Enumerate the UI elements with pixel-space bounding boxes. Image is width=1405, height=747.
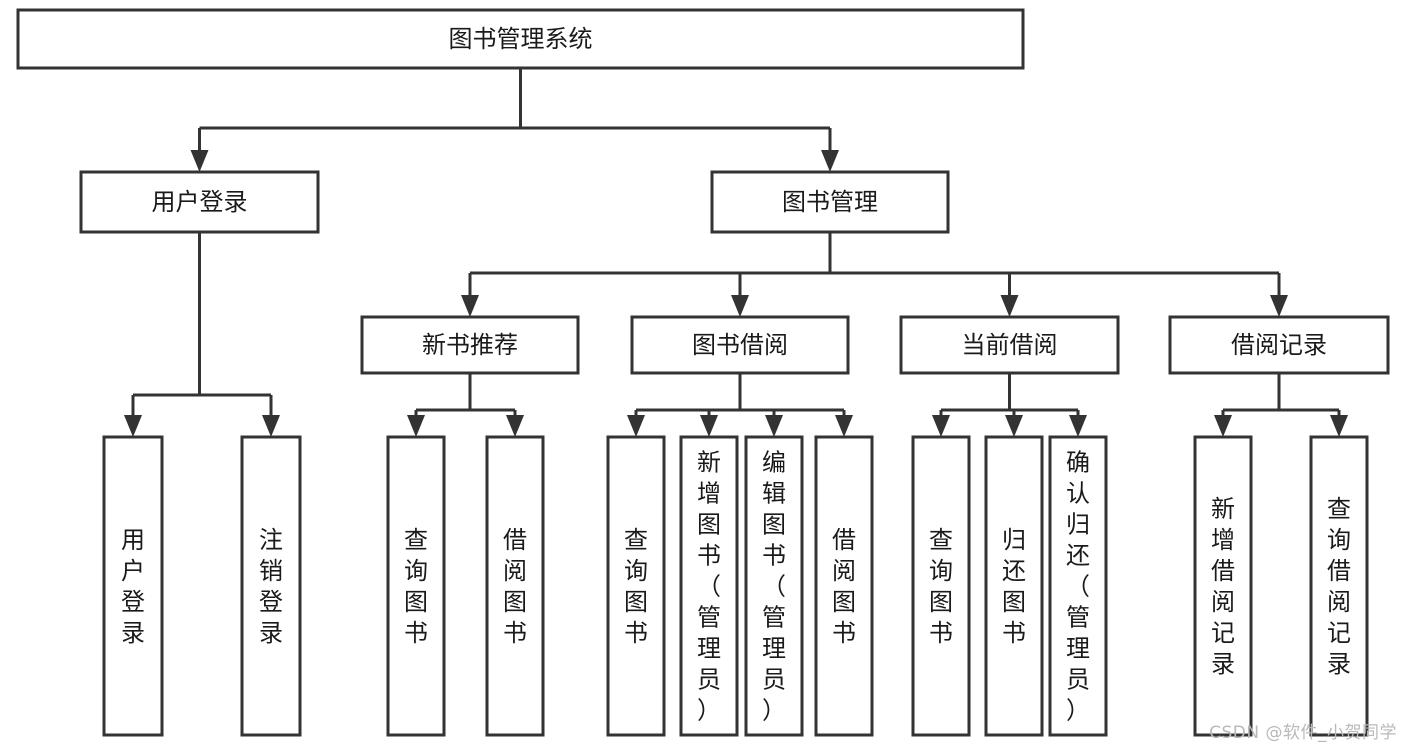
- node-current-borrow[interactable]: 当前借阅: [899, 315, 1120, 375]
- node-box-leaf-return-book: [984, 435, 1044, 737]
- node-leaf-edit-book-admin[interactable]: 编辑图书（管理员）: [744, 435, 804, 737]
- node-box-new-book-recommend: [360, 315, 580, 375]
- node-leaf-confirm-return-admin[interactable]: 确认归还（管理员）: [1048, 435, 1108, 737]
- arrow-head-root-0: [190, 150, 209, 172]
- arrow-head-l3-1-0: [627, 415, 645, 437]
- arrow-head-l3-3-0: [1214, 415, 1232, 437]
- node-box-leaf-query-book-borrow: [606, 435, 666, 737]
- node-box-book-borrow: [630, 315, 850, 375]
- arrow-head-l3-2-1: [1005, 415, 1023, 437]
- node-label-current-borrow: 当前借阅: [962, 331, 1058, 359]
- node-label-leaf-borrow-book: 借阅图书: [832, 526, 856, 647]
- node-label-leaf-edit-book-admin: 编辑图书（管理员）: [762, 449, 786, 725]
- arrow-head-bookmgmt-1: [731, 295, 749, 317]
- node-label-borrow-record: 借阅记录: [1231, 331, 1327, 359]
- node-leaf-borrow-book-recommend[interactable]: 借阅图书: [485, 435, 545, 737]
- arrow-head-l3-3-1: [1330, 415, 1348, 437]
- node-leaf-query-book-recommend[interactable]: 查询图书: [386, 435, 446, 737]
- node-box-root: [16, 8, 1025, 70]
- connectors-layer: [124, 68, 1348, 437]
- node-new-book-recommend[interactable]: 新书推荐: [360, 315, 580, 375]
- node-user-login[interactable]: 用户登录: [79, 170, 320, 234]
- node-label-leaf-query-book-borrow: 查询图书: [624, 526, 648, 647]
- node-box-leaf-add-book-admin: [679, 435, 739, 737]
- node-label-leaf-query-borrow-record: 查询借阅记录: [1327, 495, 1351, 678]
- node-leaf-return-book[interactable]: 归还图书: [984, 435, 1044, 737]
- node-leaf-query-book-current[interactable]: 查询图书: [911, 435, 971, 737]
- node-box-leaf-user-login: [102, 435, 164, 737]
- node-label-leaf-confirm-return-admin: 确认归还（管理员）: [1066, 449, 1090, 725]
- node-label-leaf-add-book-admin: 新增图书（管理员）: [697, 449, 721, 725]
- node-leaf-query-book-borrow[interactable]: 查询图书: [606, 435, 666, 737]
- arrow-head-root-1: [821, 150, 839, 172]
- node-box-current-borrow: [899, 315, 1120, 375]
- node-root[interactable]: 图书管理系统: [16, 8, 1025, 70]
- node-label-leaf-query-book-recommend: 查询图书: [404, 526, 428, 647]
- node-box-leaf-logout-login: [240, 435, 302, 737]
- arrow-head-userlogin-1: [262, 415, 280, 437]
- node-book-borrow[interactable]: 图书借阅: [630, 315, 850, 375]
- arrow-head-l3-0-0: [407, 415, 425, 437]
- arrow-head-l3-1-1: [700, 415, 718, 437]
- arrow-head-l3-1-3: [835, 415, 853, 437]
- node-box-leaf-confirm-return-admin: [1048, 435, 1108, 737]
- arrow-head-l3-2-2: [1069, 415, 1087, 437]
- node-leaf-add-book-admin[interactable]: 新增图书（管理员）: [679, 435, 739, 737]
- node-box-leaf-add-borrow-record: [1193, 435, 1253, 737]
- arrow-head-bookmgmt-3: [1270, 295, 1288, 317]
- node-label-new-book-recommend: 新书推荐: [422, 331, 518, 359]
- node-box-leaf-query-book-recommend: [386, 435, 446, 737]
- node-label-leaf-user-login: 用户登录: [121, 526, 145, 647]
- node-leaf-borrow-book[interactable]: 借阅图书: [814, 435, 874, 737]
- node-label-leaf-return-book: 归还图书: [1002, 526, 1026, 647]
- arrow-head-bookmgmt-0: [461, 295, 479, 317]
- arrow-head-l3-2-0: [932, 415, 950, 437]
- arrow-head-userlogin-0: [124, 415, 142, 437]
- node-label-book-borrow: 图书借阅: [692, 331, 788, 359]
- arrow-head-l3-1-2: [765, 415, 783, 437]
- node-label-leaf-borrow-book-recommend: 借阅图书: [503, 526, 527, 647]
- node-box-user-login: [79, 170, 320, 234]
- node-box-leaf-query-borrow-record: [1309, 435, 1369, 737]
- arrow-head-bookmgmt-2: [1000, 295, 1019, 317]
- node-label-leaf-logout-login: 注销登录: [259, 526, 283, 647]
- node-leaf-user-login[interactable]: 用户登录: [102, 435, 164, 737]
- node-label-user-login: 用户登录: [152, 188, 248, 216]
- node-box-book-management: [710, 170, 950, 234]
- node-box-leaf-query-book-current: [911, 435, 971, 737]
- node-box-borrow-record: [1168, 315, 1390, 375]
- nodes-layer: 图书管理系统用户登录图书管理新书推荐图书借阅当前借阅借阅记录用户登录注销登录查询…: [16, 8, 1390, 737]
- node-label-leaf-query-book-current: 查询图书: [929, 526, 953, 647]
- node-box-leaf-borrow-book-recommend: [485, 435, 545, 737]
- node-box-leaf-edit-book-admin: [744, 435, 804, 737]
- node-label-leaf-add-borrow-record: 新增借阅记录: [1211, 495, 1235, 678]
- node-leaf-logout-login[interactable]: 注销登录: [240, 435, 302, 737]
- node-label-book-management: 图书管理: [782, 188, 878, 216]
- arrow-head-l3-0-1: [506, 415, 524, 437]
- node-label-root: 图书管理系统: [449, 25, 593, 53]
- node-box-leaf-borrow-book: [814, 435, 874, 737]
- node-leaf-add-borrow-record[interactable]: 新增借阅记录: [1193, 435, 1253, 737]
- node-borrow-record[interactable]: 借阅记录: [1168, 315, 1390, 375]
- node-leaf-query-borrow-record[interactable]: 查询借阅记录: [1309, 435, 1369, 737]
- node-book-management[interactable]: 图书管理: [710, 170, 950, 234]
